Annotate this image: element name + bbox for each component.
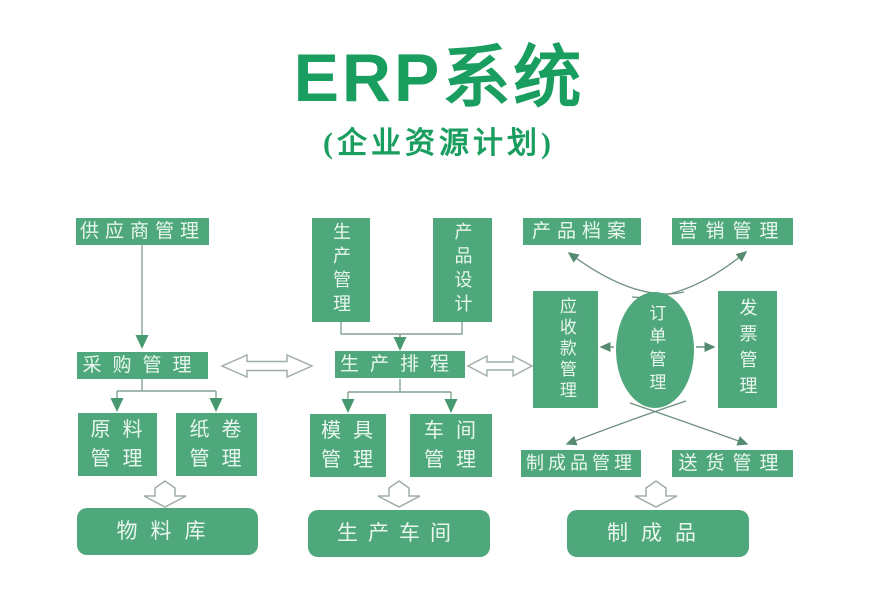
node-marketing-management: 营销管理 [672, 218, 793, 245]
double-arrow-scheduling-receivables [466, 354, 534, 378]
double-arrow-purchasing-scheduling [220, 353, 314, 379]
node-production-scheduling: 生产排程 [335, 351, 465, 378]
node-invoice-management: 发票管理 [718, 291, 777, 408]
node-purchasing-management: 采购管理 [77, 352, 208, 379]
diagram-subtitle: (企业资源计划) [323, 127, 555, 160]
node-order-management: 订单管理 [616, 292, 694, 408]
bracket-design-to-scheduling [340, 322, 463, 338]
node-raw-material-management: 原料管理 [78, 413, 157, 476]
node-material-warehouse: 物料库 [77, 508, 258, 555]
node-product-design: 产品设计 [433, 218, 492, 322]
bracket-scheduling-split [348, 379, 451, 393]
node-product-archive: 产品档案 [523, 218, 641, 245]
node-delivery-management: 送货管理 [672, 450, 793, 477]
block-arrow-to-production-workshop [377, 480, 421, 508]
node-paper-roll-management: 纸卷管理 [176, 413, 257, 476]
node-supplier-management: 供应商管理 [76, 218, 209, 245]
curve-order-to-delivery [629, 402, 749, 446]
block-arrow-to-finished-goods [634, 480, 678, 508]
curve-order-to-product-archive [567, 252, 685, 295]
bracket-purchasing-split [117, 379, 216, 392]
curve-order-to-finished-goods-mgmt [565, 400, 687, 446]
node-production-workshop: 生产车间 [308, 510, 490, 557]
node-production-management: 生产管理 [312, 218, 370, 322]
diagram-title: ERP系统 [293, 40, 585, 116]
node-finished-goods-management: 制成品管理 [521, 450, 641, 477]
node-receivables-management: 应收款管理 [533, 291, 598, 408]
node-workshop-management: 车间管理 [410, 414, 492, 477]
node-mold-management: 模具管理 [310, 414, 386, 477]
node-finished-goods: 制成品 [567, 510, 749, 557]
block-arrow-to-material-warehouse [143, 480, 187, 508]
